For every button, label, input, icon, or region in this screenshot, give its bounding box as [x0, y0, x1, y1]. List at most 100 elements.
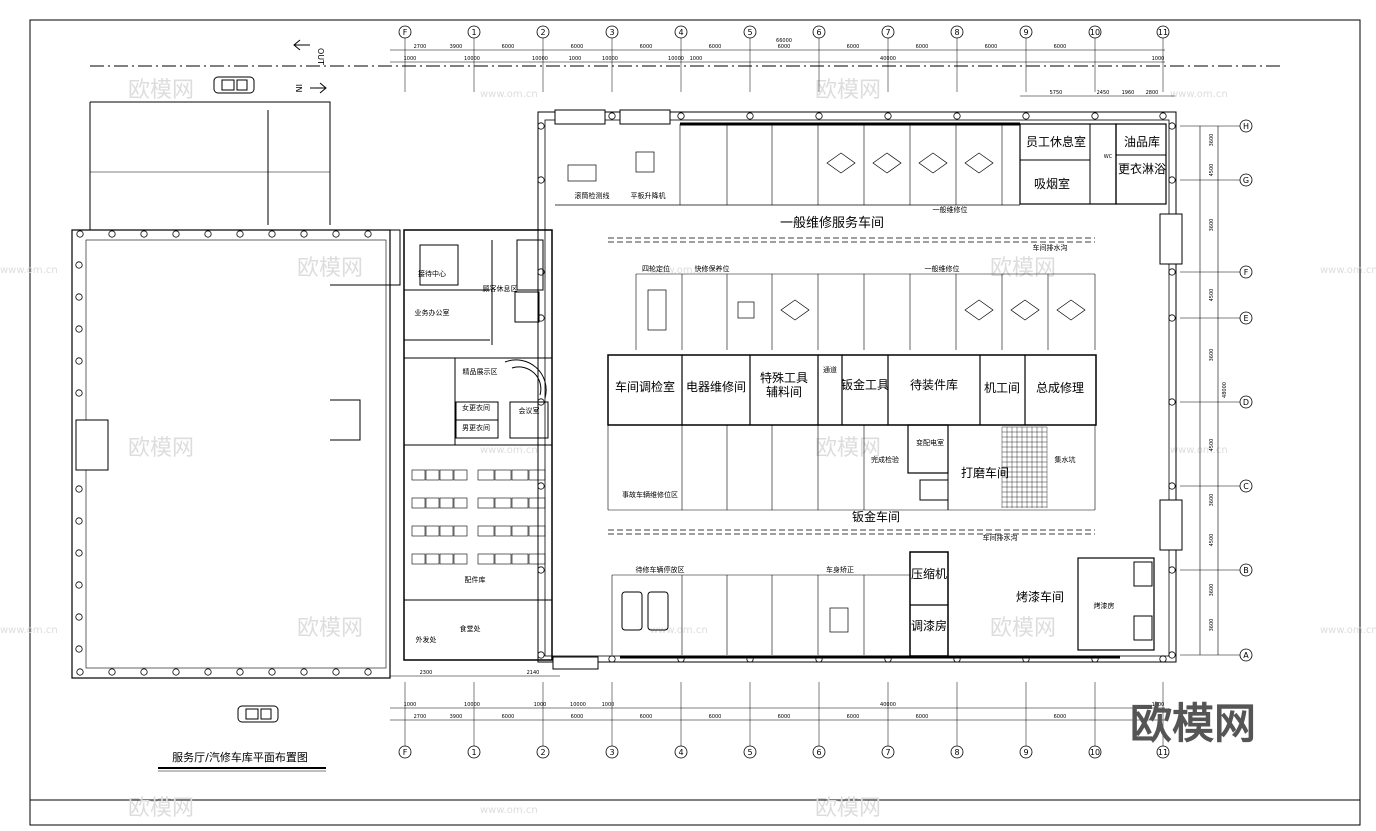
- lift-icon: [567, 164, 597, 182]
- column-marker: [537, 122, 545, 130]
- column-marker: [1022, 655, 1030, 663]
- svg-text:车间排水沟: 车间排水沟: [983, 533, 1018, 542]
- column-marker: [677, 112, 685, 120]
- dimension-text: 3900: [450, 44, 463, 50]
- dimension-text: 1000: [404, 702, 417, 708]
- shelf: [511, 497, 529, 509]
- parts-shelves: [411, 469, 546, 565]
- column-marker: [75, 325, 83, 333]
- shelf: [477, 469, 495, 481]
- svg-text:精品展示区: 精品展示区: [463, 367, 498, 376]
- axis-label: 4: [678, 28, 683, 37]
- column-marker: [1159, 112, 1167, 120]
- general-service-label: 一般维修服务车间: [780, 215, 884, 231]
- dimension-text: 6000: [847, 44, 860, 50]
- lift-icon: [647, 289, 667, 331]
- column-marker: [537, 176, 545, 184]
- shelf: [453, 469, 468, 481]
- shelf: [411, 525, 426, 537]
- svg-text:钣金车间: 钣金车间: [852, 509, 900, 524]
- axis-label: 8: [954, 748, 959, 757]
- svg-text:快修保养位: 快修保养位: [695, 264, 730, 273]
- axis-label: 11: [1158, 748, 1168, 757]
- svg-text:车间调检室: 车间调检室: [615, 379, 675, 394]
- column-marker: [537, 268, 545, 276]
- left-building: [71, 101, 401, 679]
- column-marker: [268, 230, 276, 238]
- column-marker: [537, 314, 545, 322]
- column-marker: [204, 230, 212, 238]
- column-marker: [1091, 112, 1099, 120]
- column-marker: [1168, 268, 1176, 276]
- svg-text:车身矫正: 车身矫正: [826, 565, 854, 574]
- shelf: [528, 553, 546, 565]
- svg-text:调漆房: 调漆房: [911, 618, 947, 633]
- in-sign: IN: [294, 82, 327, 94]
- shelf: [453, 525, 468, 537]
- svg-text:IN: IN: [294, 84, 303, 92]
- svg-text:待修车辆停放区: 待修车辆停放区: [636, 565, 685, 574]
- dimension-text: 6000: [502, 714, 515, 720]
- dimension-text: 6000: [778, 44, 791, 50]
- lift-icon: [1010, 299, 1040, 321]
- dimension-text: 6000: [571, 714, 584, 720]
- column-marker: [75, 389, 83, 397]
- svg-text:欧模网: 欧模网: [815, 78, 881, 103]
- shelf: [511, 553, 529, 565]
- dimension-text: 6000: [709, 44, 722, 50]
- column-marker: [537, 651, 545, 659]
- axis-label: E: [1243, 314, 1248, 323]
- dimension-text: 4500: [1209, 289, 1215, 302]
- dimension-text: 2300: [420, 670, 433, 676]
- column-marker: [236, 230, 244, 238]
- shelf: [439, 525, 454, 537]
- svg-text:女更衣间: 女更衣间: [462, 403, 490, 412]
- shelf: [411, 497, 426, 509]
- column-marker: [332, 668, 340, 676]
- dimension-text: 10000: [464, 702, 480, 708]
- dimension-text: 3600: [1209, 219, 1215, 232]
- column-marker: [1168, 482, 1176, 490]
- column-marker: [1168, 651, 1176, 659]
- axis-label: 1: [471, 748, 476, 757]
- column-marker: [75, 517, 83, 525]
- svg-text:机工间: 机工间: [984, 381, 1020, 395]
- axis-label: 10: [1090, 28, 1100, 37]
- column-marker: [75, 581, 83, 589]
- car-icon: [213, 76, 255, 94]
- svg-text:打磨车间: 打磨车间: [961, 465, 1009, 480]
- dimension-text: 3600: [1209, 584, 1215, 597]
- lift-icon: [737, 301, 755, 319]
- svg-text:www.om.cn: www.om.cn: [0, 265, 58, 276]
- shelf: [477, 525, 495, 537]
- svg-text:服务厅/汽修车库平面布置图: 服务厅/汽修车库平面布置图: [172, 750, 308, 764]
- axis-label: 3: [609, 28, 614, 37]
- column-marker: [815, 655, 823, 663]
- column-marker: [1168, 566, 1176, 574]
- dimension-text: 6000: [1054, 714, 1067, 720]
- dimension-text: 1000: [404, 56, 417, 62]
- shelf: [425, 525, 440, 537]
- shelf: [411, 553, 426, 565]
- shelf: [494, 497, 512, 509]
- axis-label: G: [1243, 176, 1249, 185]
- svg-text:欧模网: 欧模网: [297, 256, 363, 281]
- column-marker: [537, 398, 545, 406]
- column-marker: [364, 230, 372, 238]
- column-marker: [1168, 122, 1176, 130]
- shelf: [425, 497, 440, 509]
- column-marker: [75, 293, 83, 301]
- svg-text:www.om.cn: www.om.cn: [480, 89, 538, 100]
- svg-text:平板升降机: 平板升降机: [631, 191, 666, 200]
- axis-label: 7: [885, 748, 890, 757]
- column-markers: [75, 230, 372, 676]
- svg-text:油品库: 油品库: [1124, 134, 1160, 149]
- column-marker: [108, 230, 116, 238]
- svg-text:一般维修位: 一般维修位: [925, 264, 960, 273]
- svg-text:压缩机: 压缩机: [911, 566, 947, 581]
- column-marker: [108, 668, 116, 676]
- column-marker: [75, 485, 83, 493]
- svg-text:员工休息室: 员工休息室: [1026, 134, 1086, 149]
- dimension-text: 1000: [534, 702, 547, 708]
